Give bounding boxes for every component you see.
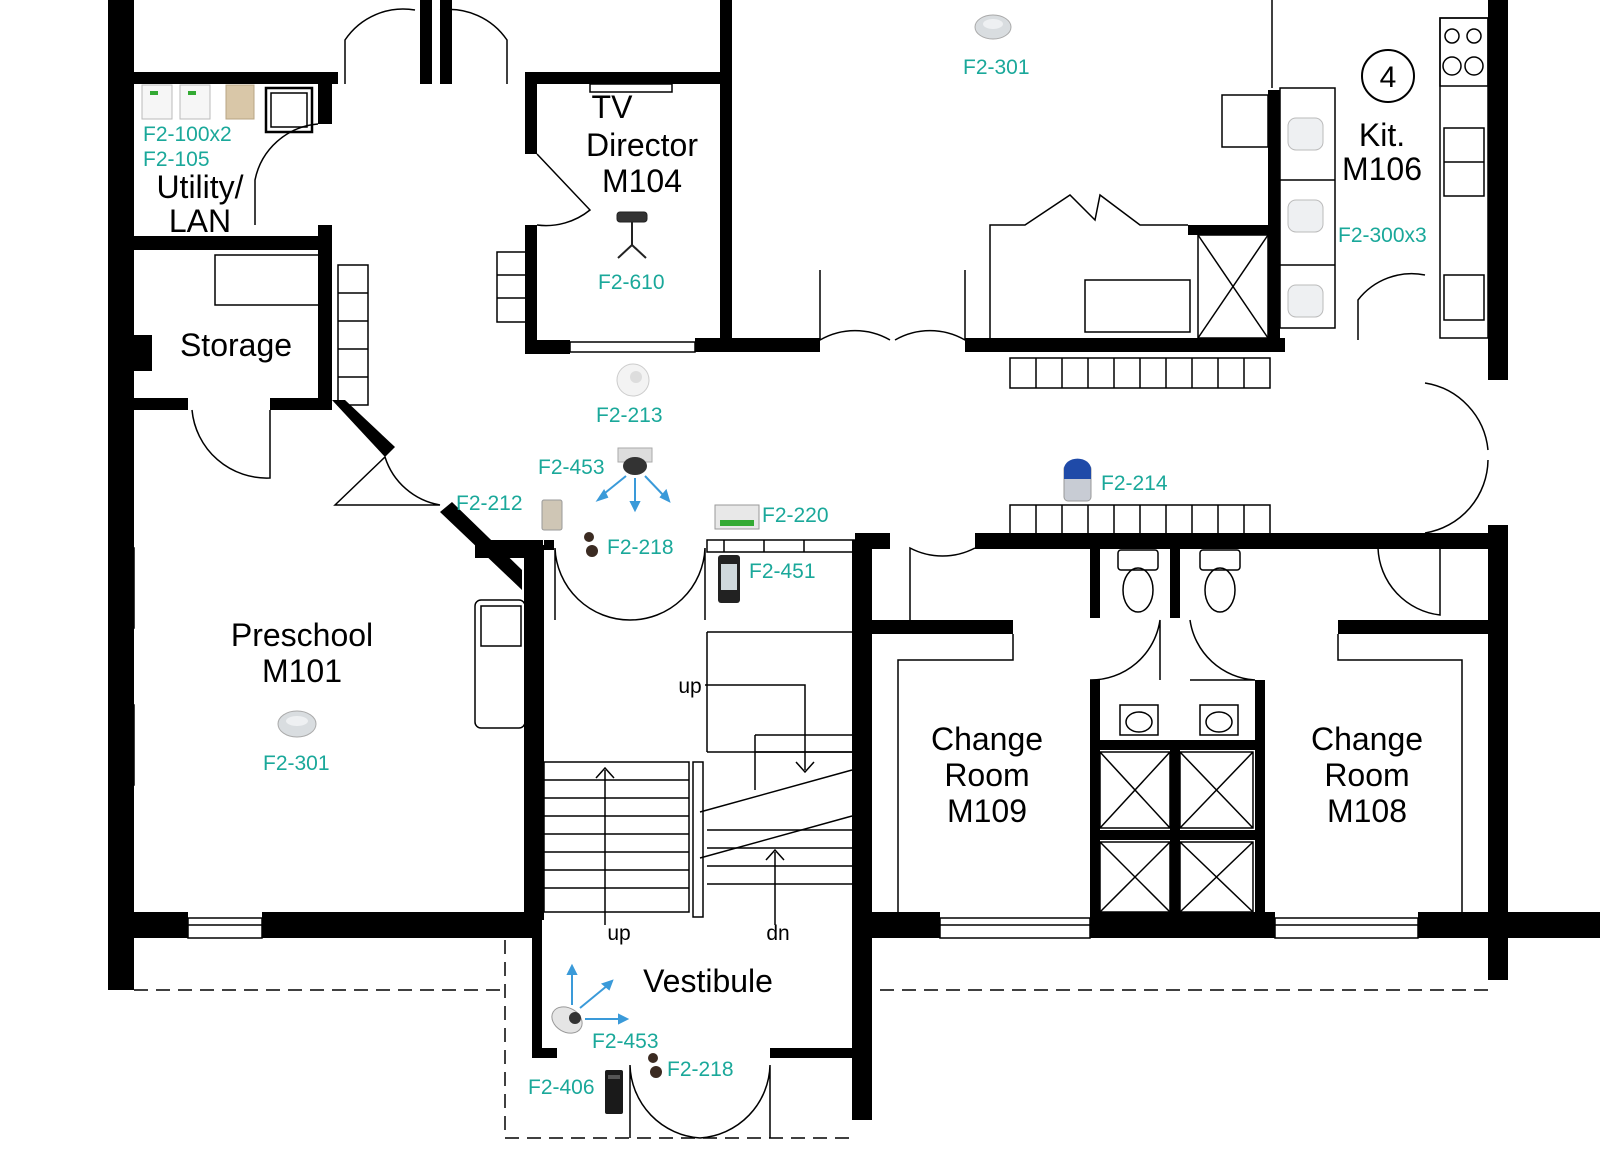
m108-label-line3: M108 — [1327, 793, 1407, 829]
preschool-label-line1: Preschool — [231, 617, 373, 653]
access-reader-icon[interactable] — [718, 555, 740, 603]
device-label: F2-218 — [607, 536, 674, 559]
m109-label-line1: Change — [931, 721, 1043, 757]
device-label: F2-300x3 — [1338, 224, 1427, 247]
keypad-reader-icon[interactable] — [605, 1070, 623, 1114]
m108-label-line2: Room — [1324, 757, 1409, 793]
dome-camera-icon[interactable] — [595, 447, 671, 513]
smoke-detector-icon[interactable] — [616, 363, 650, 397]
utility-label-line1: Utility/ — [156, 169, 243, 205]
stair-up-label-lower: up — [607, 922, 630, 945]
device-label: F2-453 — [592, 1030, 659, 1053]
device-label: F2-218 — [667, 1058, 734, 1081]
device-icons — [141, 14, 1324, 1114]
kitchen-label-line2: M106 — [1342, 151, 1422, 187]
io-module-icon[interactable] — [714, 504, 760, 530]
doors — [191, 8, 1489, 1139]
strobe-icon[interactable] — [1063, 458, 1092, 502]
control-panel-icon[interactable] — [141, 84, 211, 120]
stairs — [543, 539, 856, 925]
device-label: F2-453 — [538, 456, 605, 479]
device-labels: F2-100x2 F2-105 F2-301 F2-610 F2-300x3 F… — [143, 56, 1427, 1099]
walls — [108, 0, 1600, 1120]
dome-camera-icon[interactable] — [547, 963, 630, 1038]
tripod-camera-icon[interactable] — [616, 211, 648, 259]
device-label: F2-213 — [596, 404, 663, 427]
utility-label-line2: LAN — [169, 203, 231, 239]
device-label: F2-610 — [598, 271, 665, 294]
fixtures — [214, 0, 1489, 1046]
device-label: F2-451 — [749, 560, 816, 583]
device-label: F2-220 — [762, 504, 829, 527]
m109-label-line2: Room — [944, 757, 1029, 793]
room-labels: Utility/ LAN Storage TV Director M104 Ki… — [156, 49, 1423, 999]
m109-label-line3: M109 — [947, 793, 1027, 829]
vestibule-label: Vestibule — [643, 963, 773, 999]
device-label: F2-105 — [143, 148, 210, 171]
speaker-icon[interactable] — [974, 14, 1012, 40]
device-label: F2-214 — [1101, 472, 1168, 495]
device-label: F2-406 — [528, 1076, 595, 1099]
wireless-sensor-icon[interactable] — [1287, 117, 1324, 318]
badge-number: 4 — [1380, 61, 1397, 94]
device-label: F2-212 — [456, 492, 523, 515]
device-label: F2-301 — [263, 752, 330, 775]
director-label: Director — [586, 127, 698, 163]
exit-button-icon[interactable] — [541, 499, 563, 531]
m104-label: M104 — [602, 163, 682, 199]
m108-label-line1: Change — [1311, 721, 1423, 757]
stair-up-label: up — [678, 675, 701, 698]
windows — [109, 341, 1419, 939]
device-label: F2-301 — [963, 56, 1030, 79]
enclosure-icon[interactable] — [225, 84, 255, 120]
badge-circle — [1361, 49, 1415, 103]
device-label: F2-100x2 — [143, 123, 232, 146]
tv-label: TV — [592, 89, 634, 125]
storage-label: Storage — [180, 327, 292, 363]
door-contact-icon[interactable] — [648, 1053, 662, 1078]
stair-dn-label: dn — [766, 922, 789, 945]
canopy-lines — [134, 940, 1488, 1139]
speaker-icon[interactable] — [277, 710, 317, 738]
preschool-label-line2: M101 — [262, 653, 342, 689]
kitchen-label-line1: Kit. — [1359, 117, 1405, 153]
door-contact-icon[interactable] — [584, 532, 598, 557]
